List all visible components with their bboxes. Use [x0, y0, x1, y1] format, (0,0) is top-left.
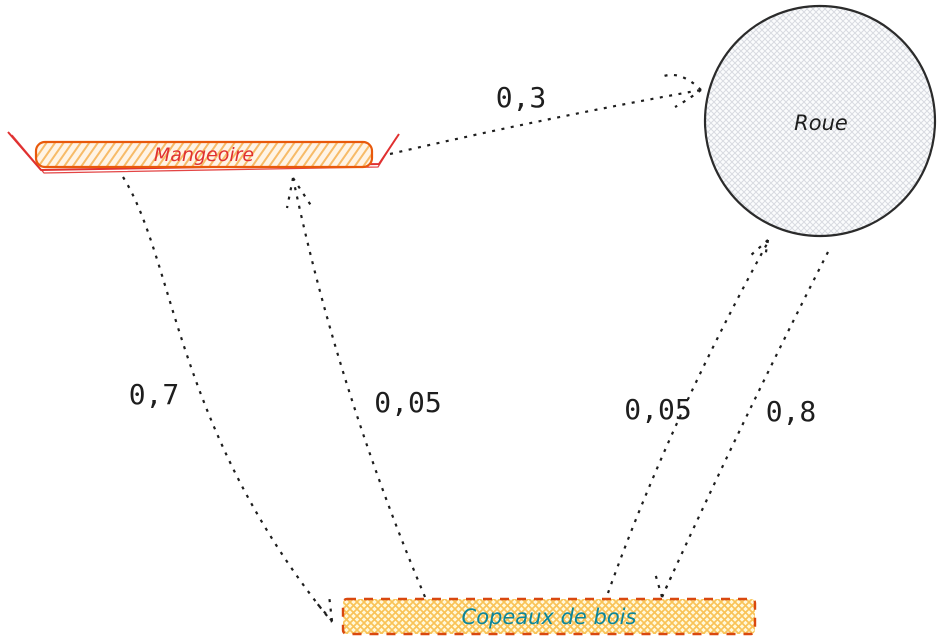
arrowhead	[763, 239, 770, 259]
edge-copeaux-to-roue: 0,05	[606, 239, 770, 594]
edge-label-copeaux-roue: 0,05	[624, 393, 691, 426]
edge-copeaux-to-roue-line	[606, 241, 769, 594]
arrowhead	[653, 572, 664, 598]
edge-label-roue-copeaux: 0,8	[766, 395, 817, 428]
edge-copeaux-to-mangeoire-line	[291, 177, 427, 598]
edge-mangeoire-to-copeaux: 0,7	[122, 176, 334, 623]
edge-label-mangeoire-roue: 0,3	[496, 81, 547, 114]
edge-mangeoire-to-roue: 0,3	[389, 73, 702, 156]
edge-label-copeaux-mangeoire: 0,05	[374, 386, 441, 419]
arrowhead	[660, 574, 674, 598]
node-roue-label: Roue	[794, 111, 848, 135]
node-mangeoire-label: Mangeoire	[154, 144, 254, 166]
edge-mangeoire-to-copeaux-line	[122, 176, 333, 623]
node-mangeoire: Mangeoire	[7, 131, 400, 174]
arrowhead	[314, 600, 333, 622]
edge-label-mangeoire-copeaux: 0,7	[129, 378, 180, 411]
node-copeaux-label: Copeaux de bois	[462, 605, 637, 629]
edge-mangeoire-to-roue-line	[389, 88, 702, 156]
edge-copeaux-to-mangeoire: 0,05	[285, 177, 442, 598]
edge-roue-to-copeaux: 0,8	[653, 251, 829, 598]
arrowhead	[749, 239, 769, 257]
mangeoire-body-hatch	[34, 140, 374, 169]
node-copeaux: Copeaux de bois	[341, 597, 757, 636]
arrowhead	[285, 177, 295, 209]
arrowhead	[327, 594, 334, 622]
node-roue: Roue	[703, 4, 937, 238]
arrowhead	[292, 177, 313, 208]
mangeoire-trough-outline-double	[11, 134, 397, 174]
arrowhead	[674, 89, 702, 108]
edge-roue-to-copeaux-line	[660, 251, 829, 598]
copeaux-rect	[341, 597, 757, 636]
roue-circle	[703, 4, 937, 238]
arrowhead	[663, 73, 702, 91]
